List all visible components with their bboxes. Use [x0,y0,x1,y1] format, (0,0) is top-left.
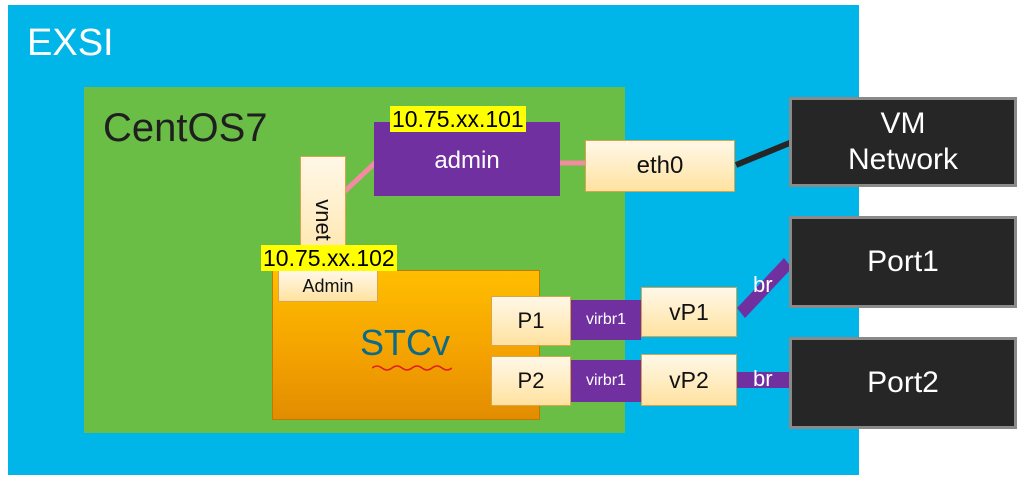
admin-interface-label: admin [434,147,500,174]
p2-port-box: P2 [491,356,571,406]
p1-label: P1 [517,308,545,333]
vp2-port-box: vP2 [641,354,737,406]
port1-label: Port1 [867,245,939,278]
exsi-label: EXSI [27,22,114,64]
port1-box: Port1 [789,216,1017,308]
admin-interface-box: admin [374,122,560,196]
admin-interface-ip: 10.75.xx.101 [390,106,526,132]
vnet-label: vnet [311,199,336,241]
vp1-port-box: vP1 [641,287,737,337]
eth0-box: eth0 [585,140,735,192]
virbr1-label-2: virbr1 [585,372,626,389]
vm-network-label: VM Network [847,107,959,176]
stcv-admin-port-box: Admin [278,270,378,302]
port2-label: Port2 [867,366,939,399]
stcv-admin-port-ip: 10.75.xx.102 [261,245,397,271]
eth0-label: eth0 [636,152,684,179]
vp2-label: vP2 [669,366,709,393]
stcv-admin-port-label: Admin [302,275,354,296]
br-link-port2 [737,372,794,388]
virbr1-label-1: virbr1 [585,311,626,328]
spellcheck-underline [372,365,452,371]
vnet-admin-link [342,160,378,194]
centos-label: CentOS7 [103,106,268,150]
stcv-label: STCv [360,322,450,363]
br-label-1: br [753,272,773,297]
p2-label: P2 [517,368,545,393]
br-link-port1 [737,258,792,318]
virbr1-bridge-1: virbr1 [571,300,641,340]
vp1-label: vP1 [669,298,709,325]
p1-port-box: P1 [491,296,571,346]
vm-network-box: VM Network [789,97,1017,187]
eth0-vmnetwork-link [734,139,794,168]
port2-box: Port2 [789,337,1017,429]
virbr1-bridge-2: virbr1 [571,360,641,402]
br-label-2: br [753,366,773,391]
